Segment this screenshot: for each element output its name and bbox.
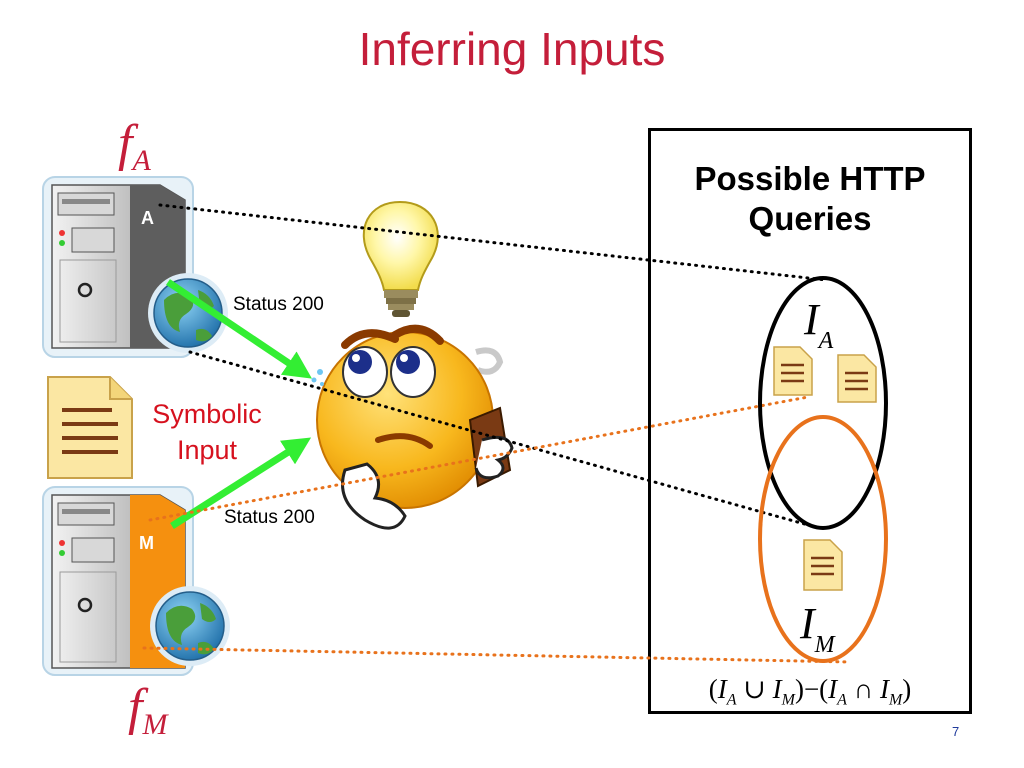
lightbulb-icon <box>362 200 439 317</box>
map-line-fm <box>148 395 810 522</box>
set-m-label: IM <box>800 599 835 658</box>
panel-title-line1: Possible HTTP <box>694 160 926 197</box>
document-icon <box>837 354 877 403</box>
panel-title: Possible HTTP Queries <box>651 159 969 239</box>
page-number: 7 <box>952 724 960 739</box>
set-a-ellipse <box>758 276 888 530</box>
globe-icon <box>148 273 228 353</box>
document-icon <box>803 539 843 591</box>
document-icon <box>47 376 133 479</box>
symbolic-input-line2: Input <box>176 435 238 465</box>
panel-title-line2: Queries <box>748 200 872 237</box>
map-line-status-m <box>142 646 852 664</box>
func-label-a: fA <box>118 115 151 177</box>
set-m-ellipse <box>758 415 888 663</box>
status-label-bottom: Status 200 <box>224 507 315 528</box>
slide-title: Inferring Inputs <box>358 23 666 75</box>
symbolic-input-label: Symbolic Input <box>132 396 282 468</box>
map-line-status-a <box>188 350 810 527</box>
func-label-m: fM <box>128 679 168 741</box>
symbolic-input-line1: Symbolic <box>152 399 262 429</box>
document-icon <box>773 346 813 396</box>
set-difference-formula: (IA ∪ IM)−(IA ∩ IM) <box>708 674 912 709</box>
map-line-fa <box>158 203 828 282</box>
server-a-badge: A <box>141 208 154 228</box>
globe-icon <box>150 586 230 666</box>
response-arrow-bottom <box>170 437 312 529</box>
response-arrow-top <box>166 279 312 379</box>
status-label-top: Status 200 <box>233 294 324 315</box>
server-m-badge: M <box>139 533 154 553</box>
set-a-label: IA <box>804 295 834 354</box>
